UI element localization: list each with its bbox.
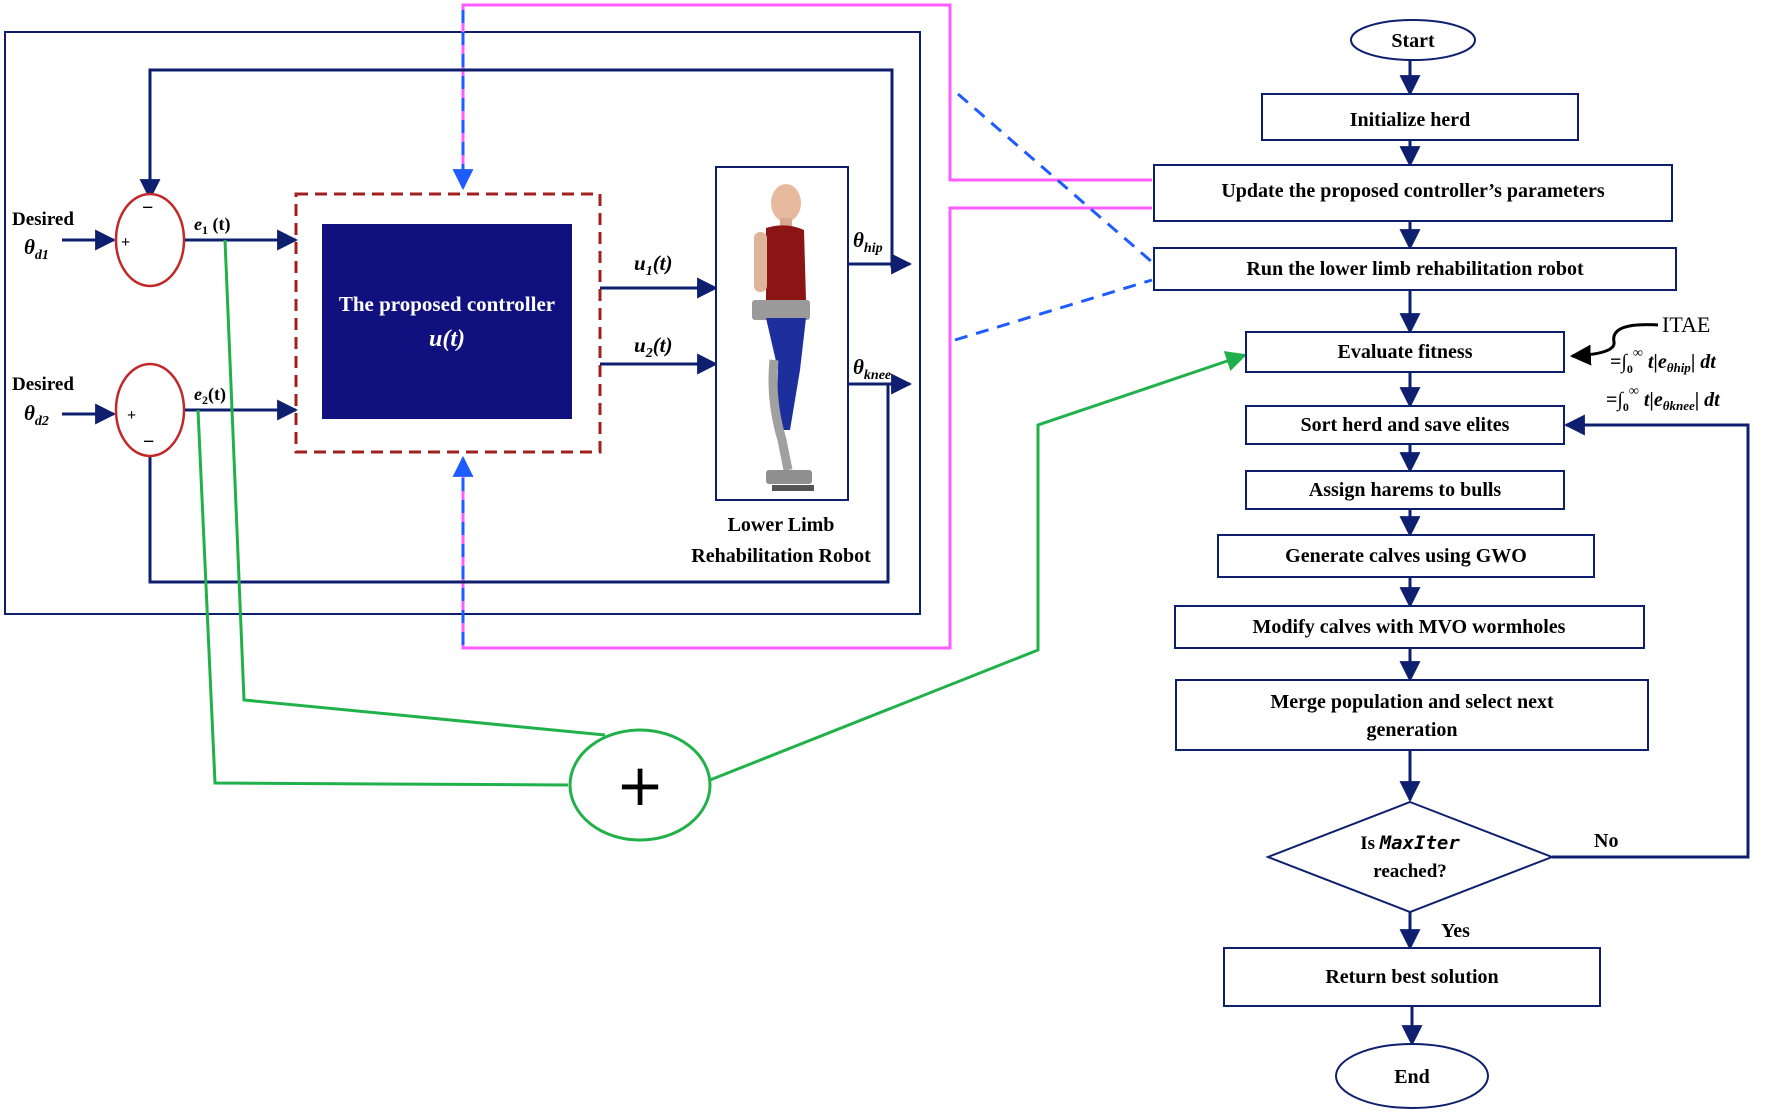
theta-knee-label: θknee	[853, 355, 891, 383]
flow-run	[1153, 247, 1677, 291]
theta-d1-label: θd1	[24, 235, 49, 263]
error-adder-symbol: +	[616, 751, 665, 819]
flow-decision-line2: reached?	[1373, 861, 1447, 882]
error-adder	[568, 728, 712, 842]
flow-return	[1223, 947, 1601, 1007]
flow-assign	[1245, 470, 1565, 510]
green-e2-path	[196, 409, 569, 787]
robot-label-line1: Lower Limb	[728, 514, 835, 536]
robot-label-line2: Rehabilitation Robot	[691, 545, 871, 567]
flow-modify	[1174, 605, 1645, 649]
desired-label-1: Desired	[12, 209, 74, 230]
flow-initialize	[1261, 93, 1579, 141]
flow-update	[1153, 164, 1673, 222]
yes-label: Yes	[1441, 920, 1470, 942]
green-fitness-path	[709, 351, 1247, 782]
flow-end-label: End	[1394, 1066, 1430, 1088]
e1-label: e1 (t)	[194, 214, 230, 237]
flow-start	[1350, 19, 1476, 61]
flow-modify-label: Modify calves with MVO wormholes	[1253, 616, 1566, 638]
sum-junction-1	[114, 192, 186, 288]
itae-label: ITAE	[1662, 312, 1710, 337]
hip-feedback-line	[139, 68, 894, 268]
flow-return-label: Return best solution	[1325, 966, 1498, 988]
flow-initialize-label: Initialize herd	[1350, 109, 1471, 131]
control-block-diagram: Desired θd1 Desired θd2 − + + − e1 (t) e…	[4, 3, 1247, 842]
sum1-plus: +	[121, 234, 130, 251]
flow-decision	[1265, 800, 1555, 914]
theta-hip-label: θhip	[853, 228, 883, 256]
flowchart: Start Initialize herd Update the propose…	[1153, 19, 1750, 1109]
itae-arrow	[1569, 323, 1659, 366]
itae-formula-hip: =∫0∞ t|eθhip| dt	[1610, 346, 1717, 376]
sum-junction-2	[114, 362, 186, 458]
flow-merge	[1175, 679, 1649, 751]
flow-merge-label-line2: generation	[1366, 719, 1457, 741]
sum2-minus: −	[143, 431, 154, 453]
sum2-plus: +	[127, 407, 136, 424]
itae-formula-knee: =∫0∞ t|eθknee| dt	[1606, 384, 1721, 414]
flow-decision-line1: Is MaxIter	[1360, 832, 1460, 854]
flow-assign-label: Assign harems to bulls	[1309, 479, 1502, 501]
flow-generate-label: Generate calves using GWO	[1285, 545, 1527, 567]
flow-generate	[1217, 534, 1595, 578]
e2-label: e2(t)	[194, 384, 226, 407]
flow-start-label: Start	[1391, 30, 1435, 52]
green-e1-path	[223, 239, 606, 737]
flow-merge-label-line1: Merge population and select next	[1270, 691, 1554, 713]
flow-sort-label: Sort herd and save elites	[1301, 414, 1510, 436]
robot-figure-icon	[752, 184, 814, 491]
no-loop-line	[1552, 414, 1750, 859]
flow-end	[1335, 1043, 1489, 1109]
sum1-minus: −	[142, 197, 153, 219]
itae-annotation: ITAE =∫0∞ t|eθhip| dt =∫0∞ t|eθknee| dt	[1569, 312, 1721, 414]
no-label: No	[1594, 830, 1618, 852]
dash-link-2	[954, 278, 1153, 342]
u2-label: u2(t)	[634, 333, 673, 361]
flow-update-label: Update the proposed controller’s paramet…	[1221, 180, 1604, 202]
u1-label: u1(t)	[634, 251, 673, 279]
theta-d2-label: θd2	[24, 401, 49, 429]
controller-dashed-frame	[294, 192, 602, 454]
flow-evaluate-label: Evaluate fitness	[1338, 341, 1473, 363]
controller-title: The proposed controller	[339, 292, 555, 316]
knee-feedback-line	[139, 384, 890, 584]
dash-link-1	[957, 92, 1153, 264]
controller-block	[322, 224, 572, 419]
flow-run-label: Run the lower limb rehabilitation robot	[1246, 258, 1584, 280]
flow-evaluate	[1245, 331, 1565, 373]
controller-function: u(t)	[429, 326, 465, 352]
desired-label-2: Desired	[12, 374, 74, 395]
